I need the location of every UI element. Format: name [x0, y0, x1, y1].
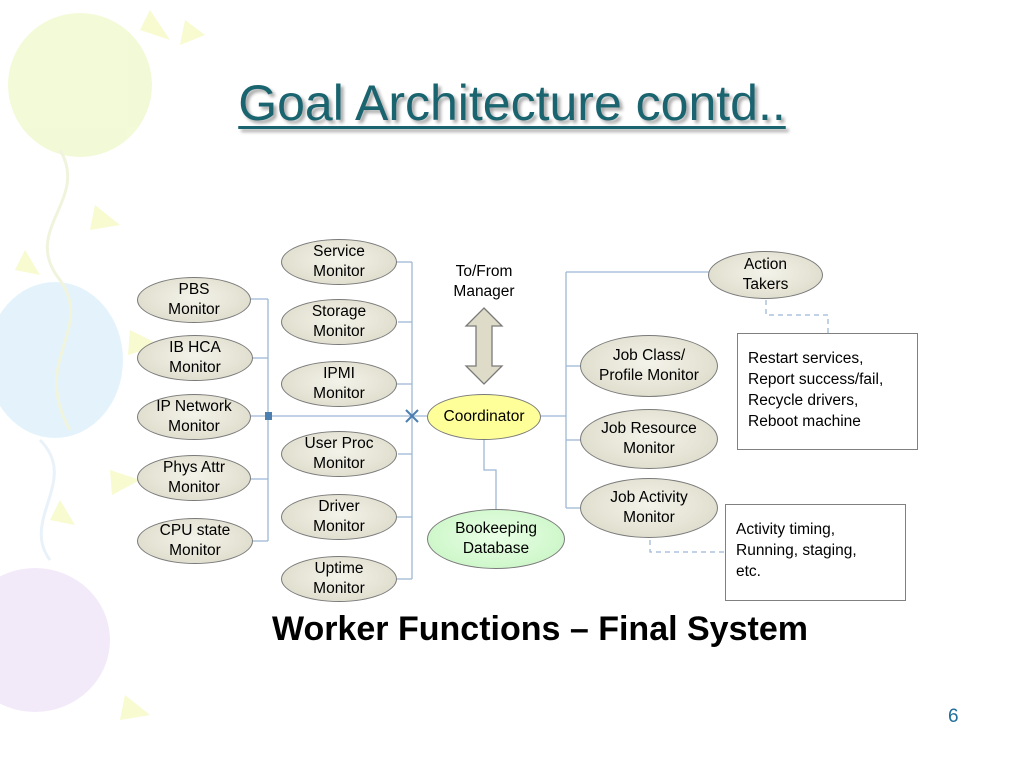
ib-hca-monitor: IB HCA Monitor: [137, 335, 253, 381]
action-takers-node: Action Takers: [708, 251, 823, 299]
action-notes-box: Restart services, Report success/fail, R…: [737, 333, 918, 450]
job-resource-monitor: Job Resource Monitor: [580, 409, 718, 469]
phys-attr-monitor: Phys Attr Monitor: [137, 455, 251, 501]
activity-notes-box: Activity timing, Running, staging, etc.: [725, 504, 906, 601]
job-activity-monitor: Job Activity Monitor: [580, 478, 718, 538]
pbs-monitor: PBS Monitor: [137, 277, 251, 323]
user-proc-monitor: User Proc Monitor: [281, 431, 397, 477]
bookkeeping-database-node: Bookeeping Database: [427, 509, 565, 569]
page-number: 6: [948, 706, 959, 727]
manager-label: To/From Manager: [453, 263, 515, 300]
bidirectional-arrow: [464, 307, 504, 385]
job-class-profile-monitor: Job Class/ Profile Monitor: [580, 335, 718, 397]
service-monitor: Service Monitor: [281, 239, 397, 285]
diagram-caption: Worker Functions – Final System: [272, 610, 808, 648]
ipmi-monitor: IPMI Monitor: [281, 361, 397, 407]
uptime-monitor: Uptime Monitor: [281, 556, 397, 602]
cpu-state-monitor: CPU state Monitor: [137, 518, 253, 564]
storage-monitor: Storage Monitor: [281, 299, 397, 345]
ip-network-monitor: IP Network Monitor: [137, 394, 251, 440]
driver-monitor: Driver Monitor: [281, 494, 397, 540]
slide-title: Goal Architecture contd..: [238, 75, 786, 131]
coordinator-node: Coordinator: [427, 394, 541, 440]
